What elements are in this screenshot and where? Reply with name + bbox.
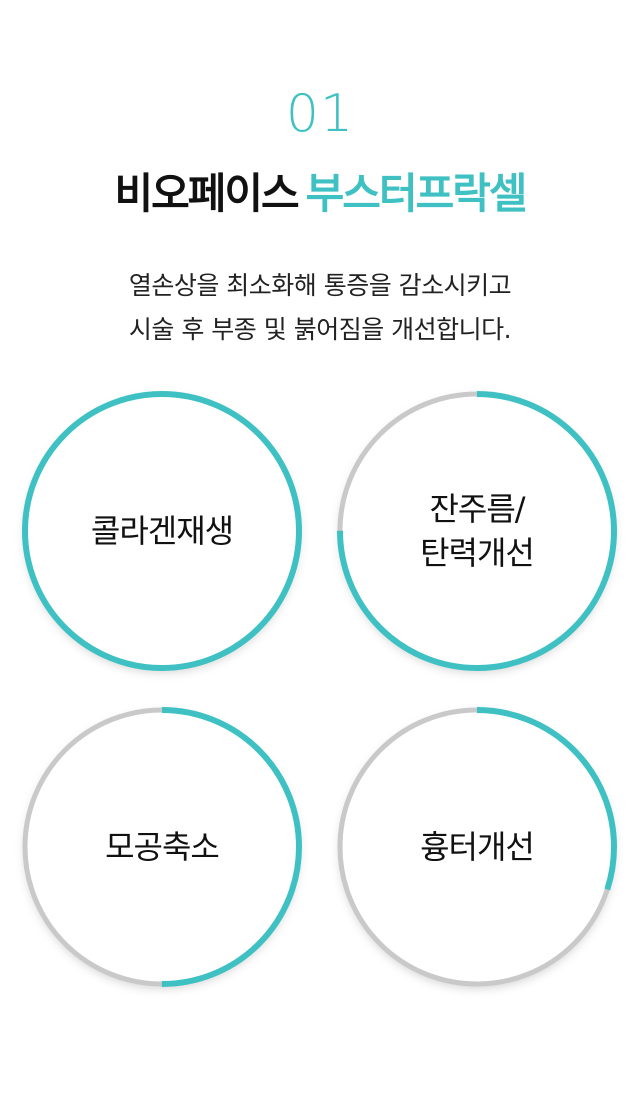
effect-circle-pore: 모공축소 (22, 707, 302, 987)
effect-label: 모공축소 (22, 707, 302, 987)
progress-arc (22, 707, 302, 987)
circle-background (25, 394, 299, 668)
effect-label-line-1: 콜라겐재생 (90, 512, 234, 550)
progress-arc (337, 391, 617, 671)
description-line-2: 시술 후 부종 및 붉어짐을 개선합니다. (128, 315, 512, 344)
title-dark-text: 비오페이스 (114, 169, 299, 218)
title-accent-text: 부스터프락셀 (305, 169, 528, 218)
description-line-1: 열손상을 최소화해 통증을 감소시키고 (128, 271, 512, 300)
effect-label-line-1: 모공축소 (105, 828, 220, 866)
section-description: 열손상을 최소화해 통증을 감소시키고 시술 후 부종 및 붉어짐을 개선합니다… (0, 264, 640, 352)
progress-ring (22, 707, 302, 987)
progress-ring (337, 391, 617, 671)
progress-arc (337, 707, 617, 987)
effect-label-line-2: 탄력개선 (420, 534, 535, 572)
progress-arc (22, 391, 302, 671)
effect-label-line-1: 흉터개선 (420, 828, 535, 866)
circle-background (340, 710, 614, 984)
circle-background (25, 710, 299, 984)
progress-ring (337, 707, 617, 987)
section-number: 01 (285, 84, 355, 144)
effect-circle-collagen: 콜라겐재생 (22, 391, 302, 671)
effect-circle-scar: 흉터개선 (337, 707, 617, 987)
progress-ring (22, 391, 302, 671)
circle-background (340, 394, 614, 668)
effect-circle-wrinkle: 잔주름/ 탄력개선 (337, 391, 617, 671)
effect-label: 잔주름/ 탄력개선 (337, 391, 617, 671)
effect-label: 콜라겐재생 (22, 391, 302, 671)
effect-label-line-1: 잔주름/ (429, 490, 525, 528)
effect-label: 흉터개선 (337, 707, 617, 987)
